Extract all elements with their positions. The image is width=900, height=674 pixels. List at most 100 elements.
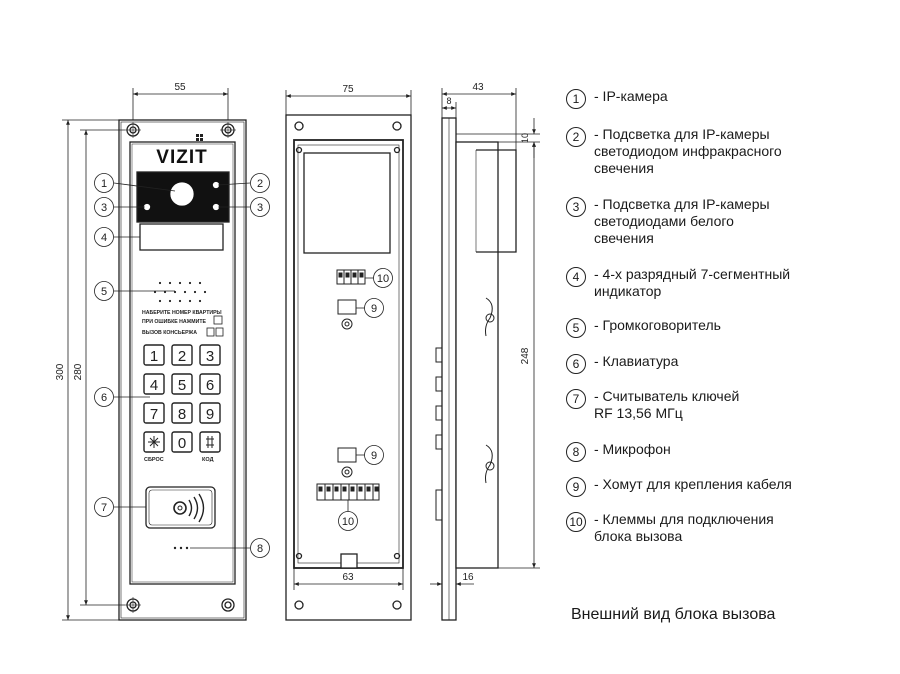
legend-item-ir-backlight: 2 - Подсветка для IP-камеры светодиодом … bbox=[566, 126, 782, 177]
side-housing bbox=[455, 141, 499, 569]
rfid-icon bbox=[173, 493, 205, 523]
key-digit: 1 bbox=[150, 348, 158, 365]
brand-logo: VIZIT bbox=[156, 147, 207, 168]
dim-side-top-small: 8 bbox=[446, 96, 451, 106]
screw-bottom-right bbox=[221, 598, 235, 612]
legend-item-white-backlight: 3 - Подсветка для IP-камеры светодиодами… bbox=[566, 196, 770, 247]
callout-3-left: 3 bbox=[101, 202, 107, 214]
legend-item-cable-clamp: 9 - Хомут для крепления кабеля bbox=[566, 476, 792, 497]
legend-number: 2 bbox=[566, 127, 586, 147]
callout-9-top: 9 bbox=[371, 303, 377, 315]
legend-item-speaker: 5 - Громкоговоритель bbox=[566, 317, 721, 338]
legend-text: - Клеммы для подключения блока вызова bbox=[594, 511, 774, 544]
legend-item-microphone: 8 - Микрофон bbox=[566, 441, 671, 462]
legend-number: 9 bbox=[566, 477, 586, 497]
key-8 bbox=[171, 402, 193, 424]
key-digit: 5 bbox=[178, 377, 186, 394]
side-keypad-bumps bbox=[435, 347, 443, 521]
back-callouts bbox=[338, 268, 393, 531]
dim-back-top: 75 bbox=[342, 84, 354, 95]
white-led-right bbox=[212, 203, 220, 211]
front-dimensions bbox=[62, 88, 229, 621]
front-view bbox=[118, 119, 247, 621]
panel-text-line2: ПРИ ОШИБКЕ НАЖМИТЕ bbox=[142, 319, 207, 325]
front-callouts bbox=[94, 173, 270, 558]
key-digit: 8 bbox=[178, 406, 186, 423]
key-digit: 7 bbox=[150, 406, 158, 423]
key-reset bbox=[143, 431, 165, 453]
side-camera-module bbox=[476, 149, 517, 253]
legend-text: - Громкоговоритель bbox=[594, 317, 721, 333]
key-digit: 6 bbox=[206, 377, 214, 394]
ip-camera-lens bbox=[170, 182, 194, 206]
key-5 bbox=[171, 373, 193, 395]
key-7 bbox=[143, 402, 165, 424]
side-clamp-top bbox=[485, 297, 495, 337]
dim-back-bottom: 63 bbox=[342, 572, 354, 583]
legend-number: 8 bbox=[566, 442, 586, 462]
side-dimensions bbox=[430, 88, 540, 590]
hint-key-reset bbox=[213, 315, 223, 325]
key-digit: 0 bbox=[178, 435, 186, 452]
legend-text: - Считыватель ключей RF 13,56 МГц bbox=[594, 388, 740, 421]
legend-number: 7 bbox=[566, 389, 586, 409]
key-digit: 9 bbox=[206, 406, 214, 423]
callout-10-bottom: 10 bbox=[342, 516, 354, 528]
key-9 bbox=[199, 402, 221, 424]
legend-item-keypad: 6 - Клавиатура bbox=[566, 353, 678, 374]
keypad-digits: 1 2 3 4 5 6 7 8 9 0 bbox=[150, 348, 214, 452]
front-face-plate-inner bbox=[131, 143, 234, 583]
hint-key-code-a bbox=[206, 327, 215, 337]
key-label-code: КОД bbox=[202, 457, 214, 463]
hint-key-code-b bbox=[215, 327, 224, 337]
back-dimensions bbox=[285, 90, 412, 590]
legend-text: - Хомут для крепления кабеля bbox=[594, 476, 792, 492]
ir-led bbox=[212, 181, 220, 189]
callout-3-right: 3 bbox=[257, 202, 263, 214]
microphone-holes bbox=[173, 546, 189, 550]
callout-2: 2 bbox=[257, 178, 263, 190]
legend-item-key-reader: 7 - Считыватель ключей RF 13,56 МГц bbox=[566, 388, 739, 422]
legend-text: - Клавиатура bbox=[594, 353, 679, 369]
dim-side-bottom: 16 bbox=[462, 572, 474, 583]
legend-number: 6 bbox=[566, 354, 586, 374]
camera-module-back bbox=[303, 152, 391, 254]
legend-text: - 4-х разрядный 7-сегментный индикатор bbox=[594, 266, 791, 299]
side-clamp-bottom bbox=[485, 444, 495, 484]
legend-text: - Подсветка для IP-камеры светодиодами б… bbox=[594, 196, 770, 246]
legend-text: - Микрофон bbox=[594, 441, 671, 457]
key-3 bbox=[199, 344, 221, 366]
screw-top-left bbox=[125, 122, 141, 138]
callout-10-top: 10 bbox=[377, 273, 389, 285]
white-led-left bbox=[143, 203, 151, 211]
key-2 bbox=[171, 344, 193, 366]
hash-icon bbox=[206, 436, 214, 448]
panel-text-line3: ВЫЗОВ КОНСЬЕРЖА bbox=[142, 330, 197, 336]
screw-top-right bbox=[220, 122, 236, 138]
panel-text-line1: НАБЕРИТЕ НОМЕР КВАРТИРЫ bbox=[142, 310, 222, 316]
legend-number: 3 bbox=[566, 197, 586, 217]
screw-bottom-left bbox=[125, 597, 141, 613]
legend-text: - IP-камера bbox=[594, 88, 668, 104]
legend-item-ip-camera: 1 - IP-камера bbox=[566, 88, 668, 109]
asterisk-icon bbox=[148, 436, 160, 448]
dim-front-top: 55 bbox=[174, 82, 186, 93]
legend-number: 5 bbox=[566, 318, 586, 338]
callout-7: 7 bbox=[101, 502, 107, 514]
callout-6: 6 bbox=[101, 392, 107, 404]
back-view bbox=[285, 114, 412, 621]
callout-1: 1 bbox=[101, 178, 107, 190]
brand-mark-icon bbox=[196, 134, 203, 141]
key-digit: 4 bbox=[150, 377, 158, 394]
key-digit: 2 bbox=[178, 348, 186, 365]
speaker-grille bbox=[153, 281, 207, 303]
dim-side-top: 43 bbox=[472, 82, 484, 93]
key-4 bbox=[143, 373, 165, 395]
segment-indicator bbox=[139, 223, 224, 251]
legend-number: 1 bbox=[566, 89, 586, 109]
callout-5: 5 bbox=[101, 286, 107, 298]
front-frame-inner-edge bbox=[120, 121, 245, 619]
callout-8: 8 bbox=[257, 543, 263, 555]
dim-side-right-small: 10 bbox=[520, 133, 530, 143]
key-code bbox=[199, 431, 221, 453]
